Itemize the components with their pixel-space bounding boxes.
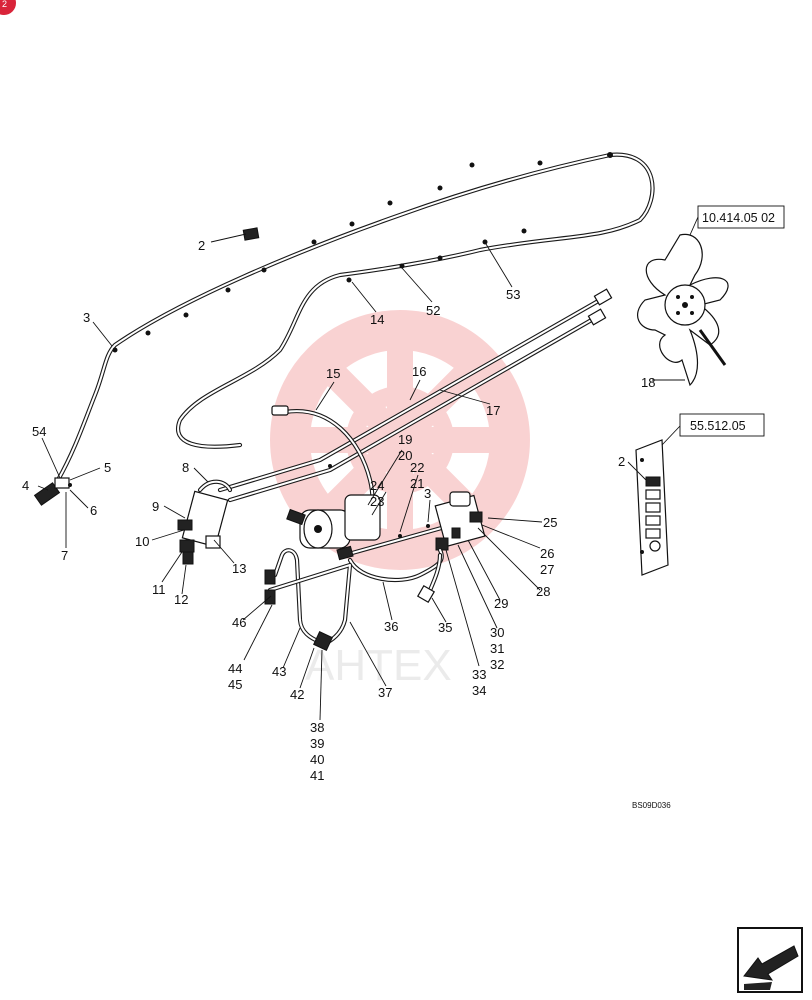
ref-box-fan[interactable]: 10.414.05 02 bbox=[689, 205, 785, 236]
callout-15: 15 bbox=[326, 366, 340, 381]
hydraulic-motor bbox=[286, 494, 381, 549]
svg-text:10.414.05 02: 10.414.05 02 bbox=[702, 211, 775, 225]
callout-6: 6 bbox=[90, 503, 97, 518]
callout-53: 53 bbox=[506, 287, 520, 302]
callout-labels: 2 3 14 52 53 54 5 4 6 7 8 9 10 11 12 13 … bbox=[22, 238, 655, 783]
callout-45: 45 bbox=[228, 677, 242, 692]
callout-34: 34 bbox=[472, 683, 486, 698]
svg-text:2: 2 bbox=[2, 0, 7, 9]
callout-23: 23 bbox=[370, 494, 384, 509]
callout-43: 43 bbox=[272, 664, 286, 679]
callout-29: 29 bbox=[494, 596, 508, 611]
plug-part-2 bbox=[242, 227, 260, 241]
callout-19: 19 bbox=[398, 432, 412, 447]
callout-12: 12 bbox=[174, 592, 188, 607]
callout-27: 27 bbox=[540, 562, 554, 577]
callout-3b: 3 bbox=[424, 486, 431, 501]
callout-20: 20 bbox=[398, 448, 412, 463]
page-badge: 2 bbox=[0, 0, 16, 15]
callout-17: 17 bbox=[486, 403, 500, 418]
callout-32: 32 bbox=[490, 657, 504, 672]
callout-14: 14 bbox=[370, 312, 384, 327]
callout-2a: 2 bbox=[198, 238, 205, 253]
ref-box-panel[interactable]: 55.512.05 bbox=[661, 413, 765, 446]
watermark-text: АНТЕХ bbox=[305, 641, 452, 690]
leader-lines bbox=[37, 233, 685, 721]
callout-10: 10 bbox=[135, 534, 149, 549]
callout-42: 42 bbox=[290, 687, 304, 702]
callout-54: 54 bbox=[32, 424, 46, 439]
tube-16-17 bbox=[217, 288, 613, 503]
hose-35-36 bbox=[347, 547, 444, 604]
svg-text:55.512.05: 55.512.05 bbox=[690, 419, 746, 433]
callout-7: 7 bbox=[61, 548, 68, 563]
callout-39: 39 bbox=[310, 736, 324, 751]
callout-26: 26 bbox=[540, 546, 554, 561]
tube-37-43 bbox=[264, 548, 353, 651]
callout-40: 40 bbox=[310, 752, 324, 767]
connector-harness-end bbox=[33, 477, 72, 506]
hose-3 bbox=[55, 152, 655, 483]
callout-16: 16 bbox=[412, 364, 426, 379]
drawing-code: BS09D036 bbox=[632, 801, 671, 810]
callout-21: 21 bbox=[410, 476, 424, 491]
callout-37: 37 bbox=[378, 685, 392, 700]
callout-2b: 2 bbox=[618, 454, 625, 469]
callout-31: 31 bbox=[490, 641, 504, 656]
callout-46: 46 bbox=[232, 615, 246, 630]
callout-5: 5 bbox=[104, 460, 111, 475]
callout-24: 24 bbox=[370, 478, 384, 493]
switch-panel-icon bbox=[635, 439, 669, 576]
fan-icon bbox=[637, 233, 729, 387]
callout-13: 13 bbox=[232, 561, 246, 576]
callout-52: 52 bbox=[426, 303, 440, 318]
callout-9: 9 bbox=[152, 499, 159, 514]
callout-11: 11 bbox=[152, 582, 166, 597]
callout-4: 4 bbox=[22, 478, 29, 493]
callout-36: 36 bbox=[384, 619, 398, 634]
callout-38: 38 bbox=[310, 720, 324, 735]
callout-25: 25 bbox=[543, 515, 557, 530]
callout-41: 41 bbox=[310, 768, 324, 783]
callout-28: 28 bbox=[536, 584, 550, 599]
callout-35: 35 bbox=[438, 620, 452, 635]
callout-30: 30 bbox=[490, 625, 504, 640]
callout-3a: 3 bbox=[83, 310, 90, 325]
back-arrow-icon[interactable] bbox=[737, 927, 803, 993]
valve-block bbox=[177, 479, 233, 565]
callout-33: 33 bbox=[472, 667, 486, 682]
callout-8: 8 bbox=[182, 460, 189, 475]
callout-22: 22 bbox=[410, 460, 424, 475]
callout-44: 44 bbox=[228, 661, 242, 676]
callout-18: 18 bbox=[641, 375, 655, 390]
